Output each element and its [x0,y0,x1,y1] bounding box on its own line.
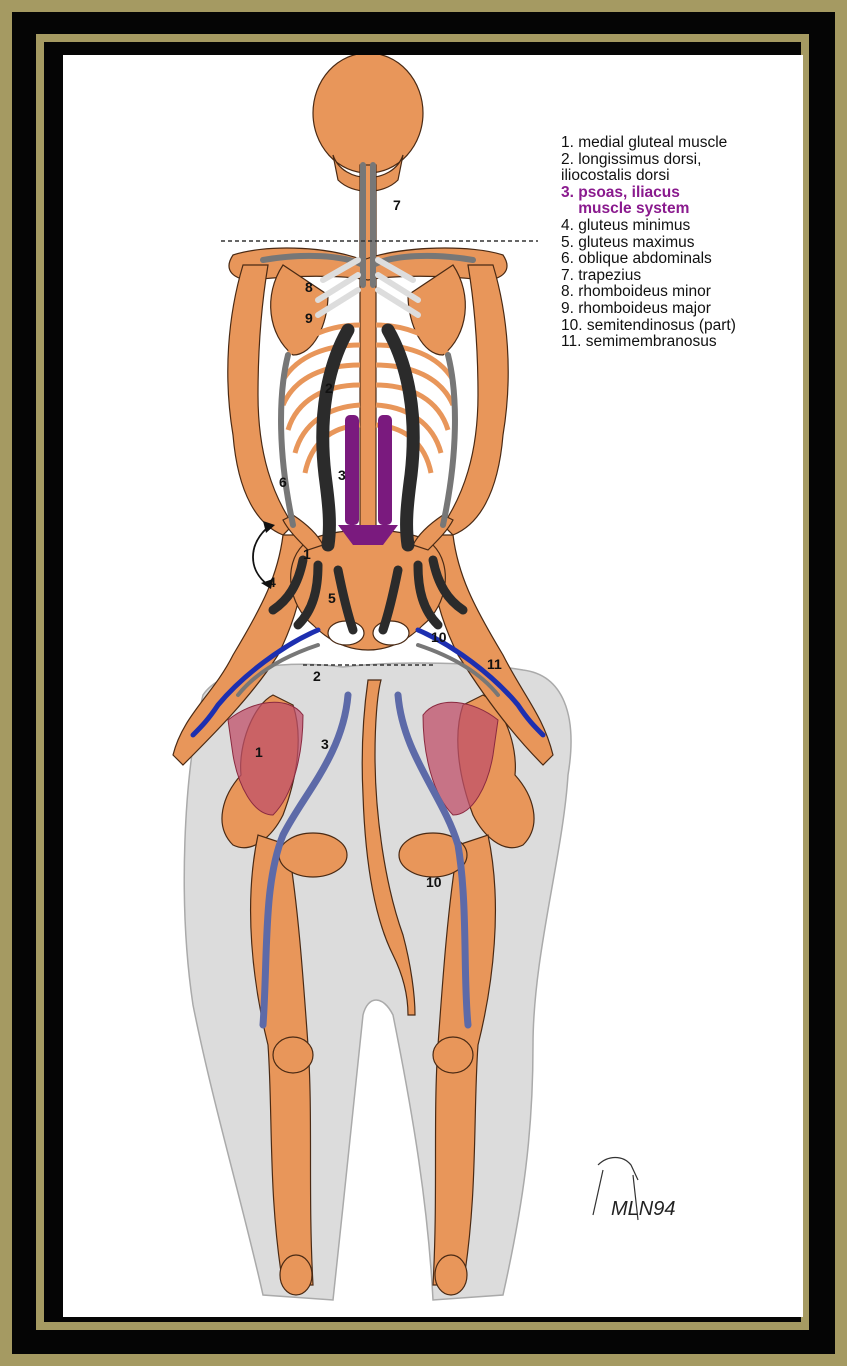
legend-item: 6. oblique abdominals [561,251,801,268]
marker-8: 8 [305,279,313,295]
marker-2-horse: 2 [313,668,321,684]
marker-2-human: 2 [325,380,333,396]
legend-item: 11. semimembranosus [561,334,801,351]
legend-item: 5. gluteus maximus [561,235,801,252]
marker-3-horse: 3 [321,736,329,752]
legend-item: 2. longissimus dorsi, [561,152,801,169]
legend-item: 9. rhomboideus major [561,301,801,318]
legend-item: muscle system [561,201,801,218]
legend-item: 10. semitendinosus (part) [561,318,801,335]
marker-3-human: 3 [338,467,346,483]
marker-4: 4 [268,574,276,590]
longissimus-dorsi-left [323,330,348,545]
oblique-abdominals-right [443,355,455,525]
legend-item: 3. psoas, iliacus [561,185,801,202]
oblique-abdominals-left [281,355,293,525]
marker-1-human: 1 [303,546,311,562]
marker-10-horse: 10 [426,874,442,890]
marker-7: 7 [393,197,401,213]
marker-9: 9 [305,310,313,326]
marker-5: 5 [328,590,336,606]
marker-1-horse: 1 [255,744,263,760]
marker-6: 6 [279,474,287,490]
rotation-arrow [253,527,268,585]
legend-item: 7. trapezius [561,268,801,285]
legend-item: 8. rhomboideus minor [561,284,801,301]
diagram-canvas: 7 8 9 2 6 3 1 4 5 10 11 2 1 3 10 MLN94 1… [63,55,803,1317]
marker-10-human: 10 [431,629,447,645]
legend-item: 4. gluteus minimus [561,218,801,235]
legend-item: 1. medial gluteal muscle [561,135,801,152]
signature: MLN94 [611,1198,675,1220]
legend-item: iliocostalis dorsi [561,168,801,185]
marker-11: 11 [487,656,502,672]
